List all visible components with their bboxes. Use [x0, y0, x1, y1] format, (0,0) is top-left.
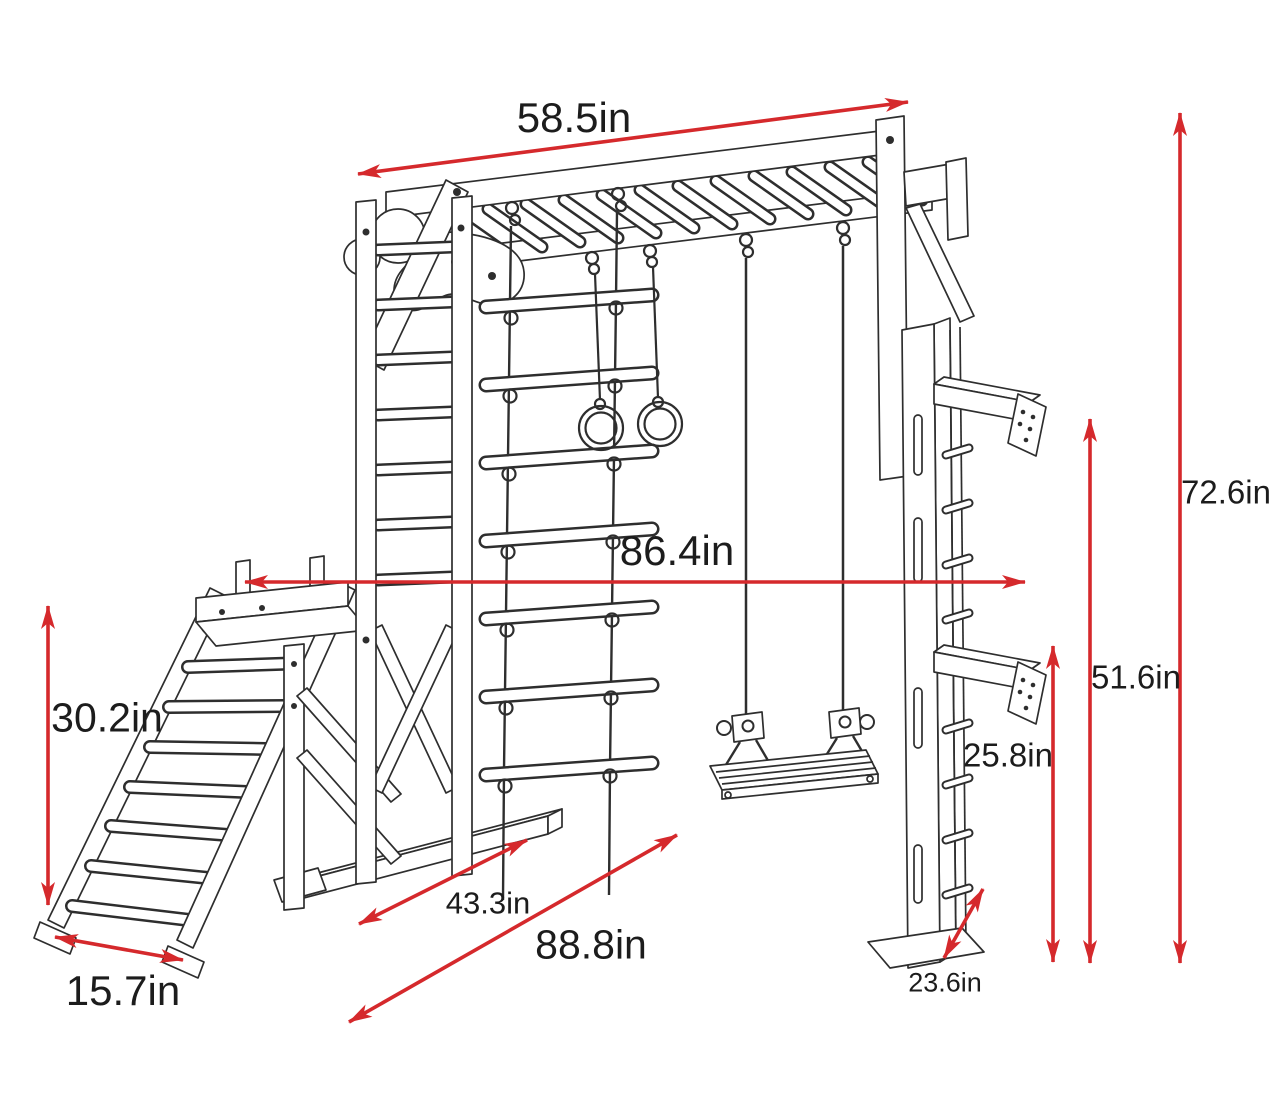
dimension-arrow-side-depth: [942, 888, 985, 959]
stairs-drawing: [33, 581, 356, 979]
dimension-arrow-ladder-width: [54, 934, 184, 963]
dimension-label-ladder-height: 30.2in: [51, 694, 163, 741]
dimension-label-overall-height: 72.6in: [1181, 473, 1271, 511]
wall-bars-drawing: [355, 195, 473, 885]
dimension-label-base-length: 43.3in: [445, 885, 531, 921]
dimension-label-top-bar-length: 58.5in: [516, 94, 632, 141]
structure-art: [33, 115, 1047, 979]
dimension-label-overall-length: 88.8in: [535, 921, 647, 968]
dimension-label-side-depth: 23.6in: [908, 967, 982, 998]
dimension-label-ladder-width: 15.7in: [65, 967, 181, 1014]
dimension-label-overall-width: 86.4in: [619, 527, 735, 574]
dimension-arrow-top-bar-length: [357, 98, 909, 178]
dimension-arrow-overall-length: [348, 833, 678, 1024]
wall-panel-drawing: [867, 115, 1047, 969]
rope-ladder-drawing: [478, 186, 660, 901]
dimension-label-bracket-height: 25.8in: [963, 736, 1053, 774]
dimension-label-wall-panel-height: 51.6in: [1091, 658, 1181, 696]
gym-rings-drawing: [577, 243, 684, 452]
dimension-arrows: [41, 98, 1187, 1024]
swing-drawing: [709, 220, 879, 800]
